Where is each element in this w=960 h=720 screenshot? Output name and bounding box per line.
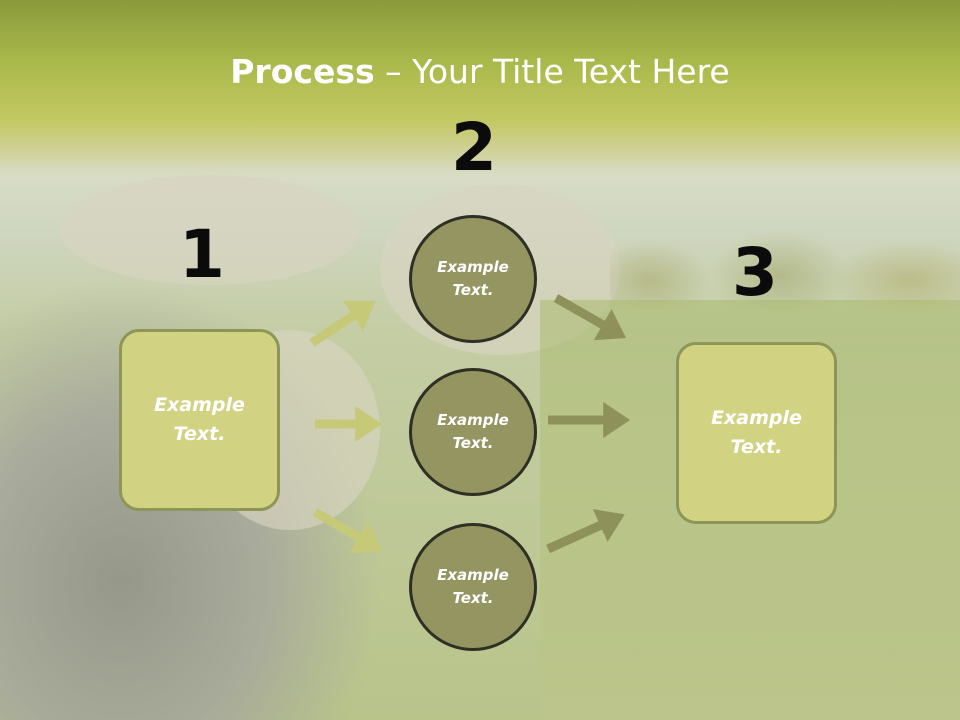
title-rest: Your Title Text Here <box>412 52 730 91</box>
slide-title: Process – Your Title Text Here <box>0 52 960 91</box>
step-number-3: 3 <box>732 234 778 311</box>
background-hand-shape <box>60 175 360 285</box>
arrow-circle-bottom-to-3 <box>546 509 625 554</box>
title-bold: Process <box>230 52 375 91</box>
step-number-1: 1 <box>179 216 225 293</box>
arrow-circle-top-to-3 <box>553 294 627 341</box>
arrow-1-to-circle-top <box>309 300 376 347</box>
arrow-1-to-circle-bottom <box>312 508 382 554</box>
step-number-2: 2 <box>451 109 497 186</box>
title-separator: – <box>374 52 413 91</box>
background-trees <box>610 230 960 310</box>
